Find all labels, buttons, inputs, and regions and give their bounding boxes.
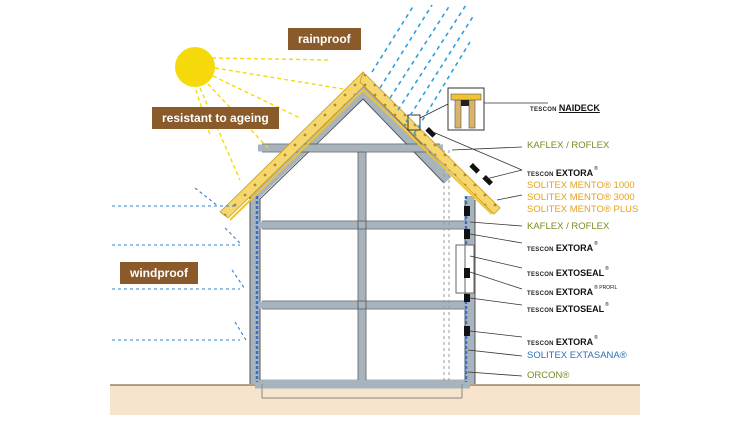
label-name: EXTOSEAL xyxy=(555,268,605,278)
ground xyxy=(110,385,640,415)
foundation xyxy=(261,384,463,399)
label-sup: ® xyxy=(594,165,598,172)
label-sup: ® xyxy=(594,240,598,247)
label-prefix: TESCON xyxy=(527,341,554,347)
windproof-callout: windproof xyxy=(120,262,198,284)
label-prefix: TESCON xyxy=(527,291,554,297)
label-prefix: TESCON xyxy=(527,172,554,178)
label-name: EXTORA xyxy=(555,337,594,347)
label-prefix: TESCON xyxy=(527,247,554,253)
label-kaflex-roflex-top: KAFLEX / ROFLEX xyxy=(527,140,610,151)
rainproof-callout: rainproof xyxy=(288,28,361,50)
vent-shaft xyxy=(443,150,450,384)
resistant-to-ageing-callout: resistant to ageing xyxy=(152,107,279,129)
rain xyxy=(371,4,475,135)
tape-markers xyxy=(425,127,493,336)
label-kaflex-roflex-bottom: KAFLEX / ROFLEX xyxy=(527,221,610,232)
label-prefix: TESCON xyxy=(527,272,554,278)
label-name: EXTORA xyxy=(555,243,594,253)
label-solitex-mento-3000: SOLITEX MENTO® 3000 xyxy=(527,192,635,203)
label-sup: ® xyxy=(605,265,609,272)
label-sup: ® xyxy=(605,301,609,308)
label-solitex-extasana: SOLITEX EXTASANA® xyxy=(527,350,627,361)
label-name: EXTOSEAL xyxy=(555,304,605,314)
label-sup: ® xyxy=(594,334,598,341)
detail-inset xyxy=(447,87,485,131)
wind-arrows xyxy=(112,187,247,341)
detail-leader xyxy=(419,103,449,119)
label-orcon: ORCON® xyxy=(527,370,570,381)
interior-structure xyxy=(258,144,468,384)
label-name: NAIDECK xyxy=(558,103,600,113)
label-solitex-mento-1000: SOLITEX MENTO® 1000 xyxy=(527,180,635,191)
roof-tiles-right xyxy=(359,71,501,215)
label-solitex-mento-plus: SOLITEX MENTO® PLUS xyxy=(527,204,639,215)
label-name: EXTORA xyxy=(555,287,594,297)
label-prefix: TESCON xyxy=(530,107,557,113)
label-sup: ® PROFIL xyxy=(594,284,618,291)
detail-marker xyxy=(407,114,421,131)
label-name: EXTORA xyxy=(555,168,594,178)
leader-lines xyxy=(432,102,548,377)
roof-membrane-line xyxy=(229,88,493,221)
sun xyxy=(175,47,215,87)
label-prefix: TESCON xyxy=(527,308,554,314)
